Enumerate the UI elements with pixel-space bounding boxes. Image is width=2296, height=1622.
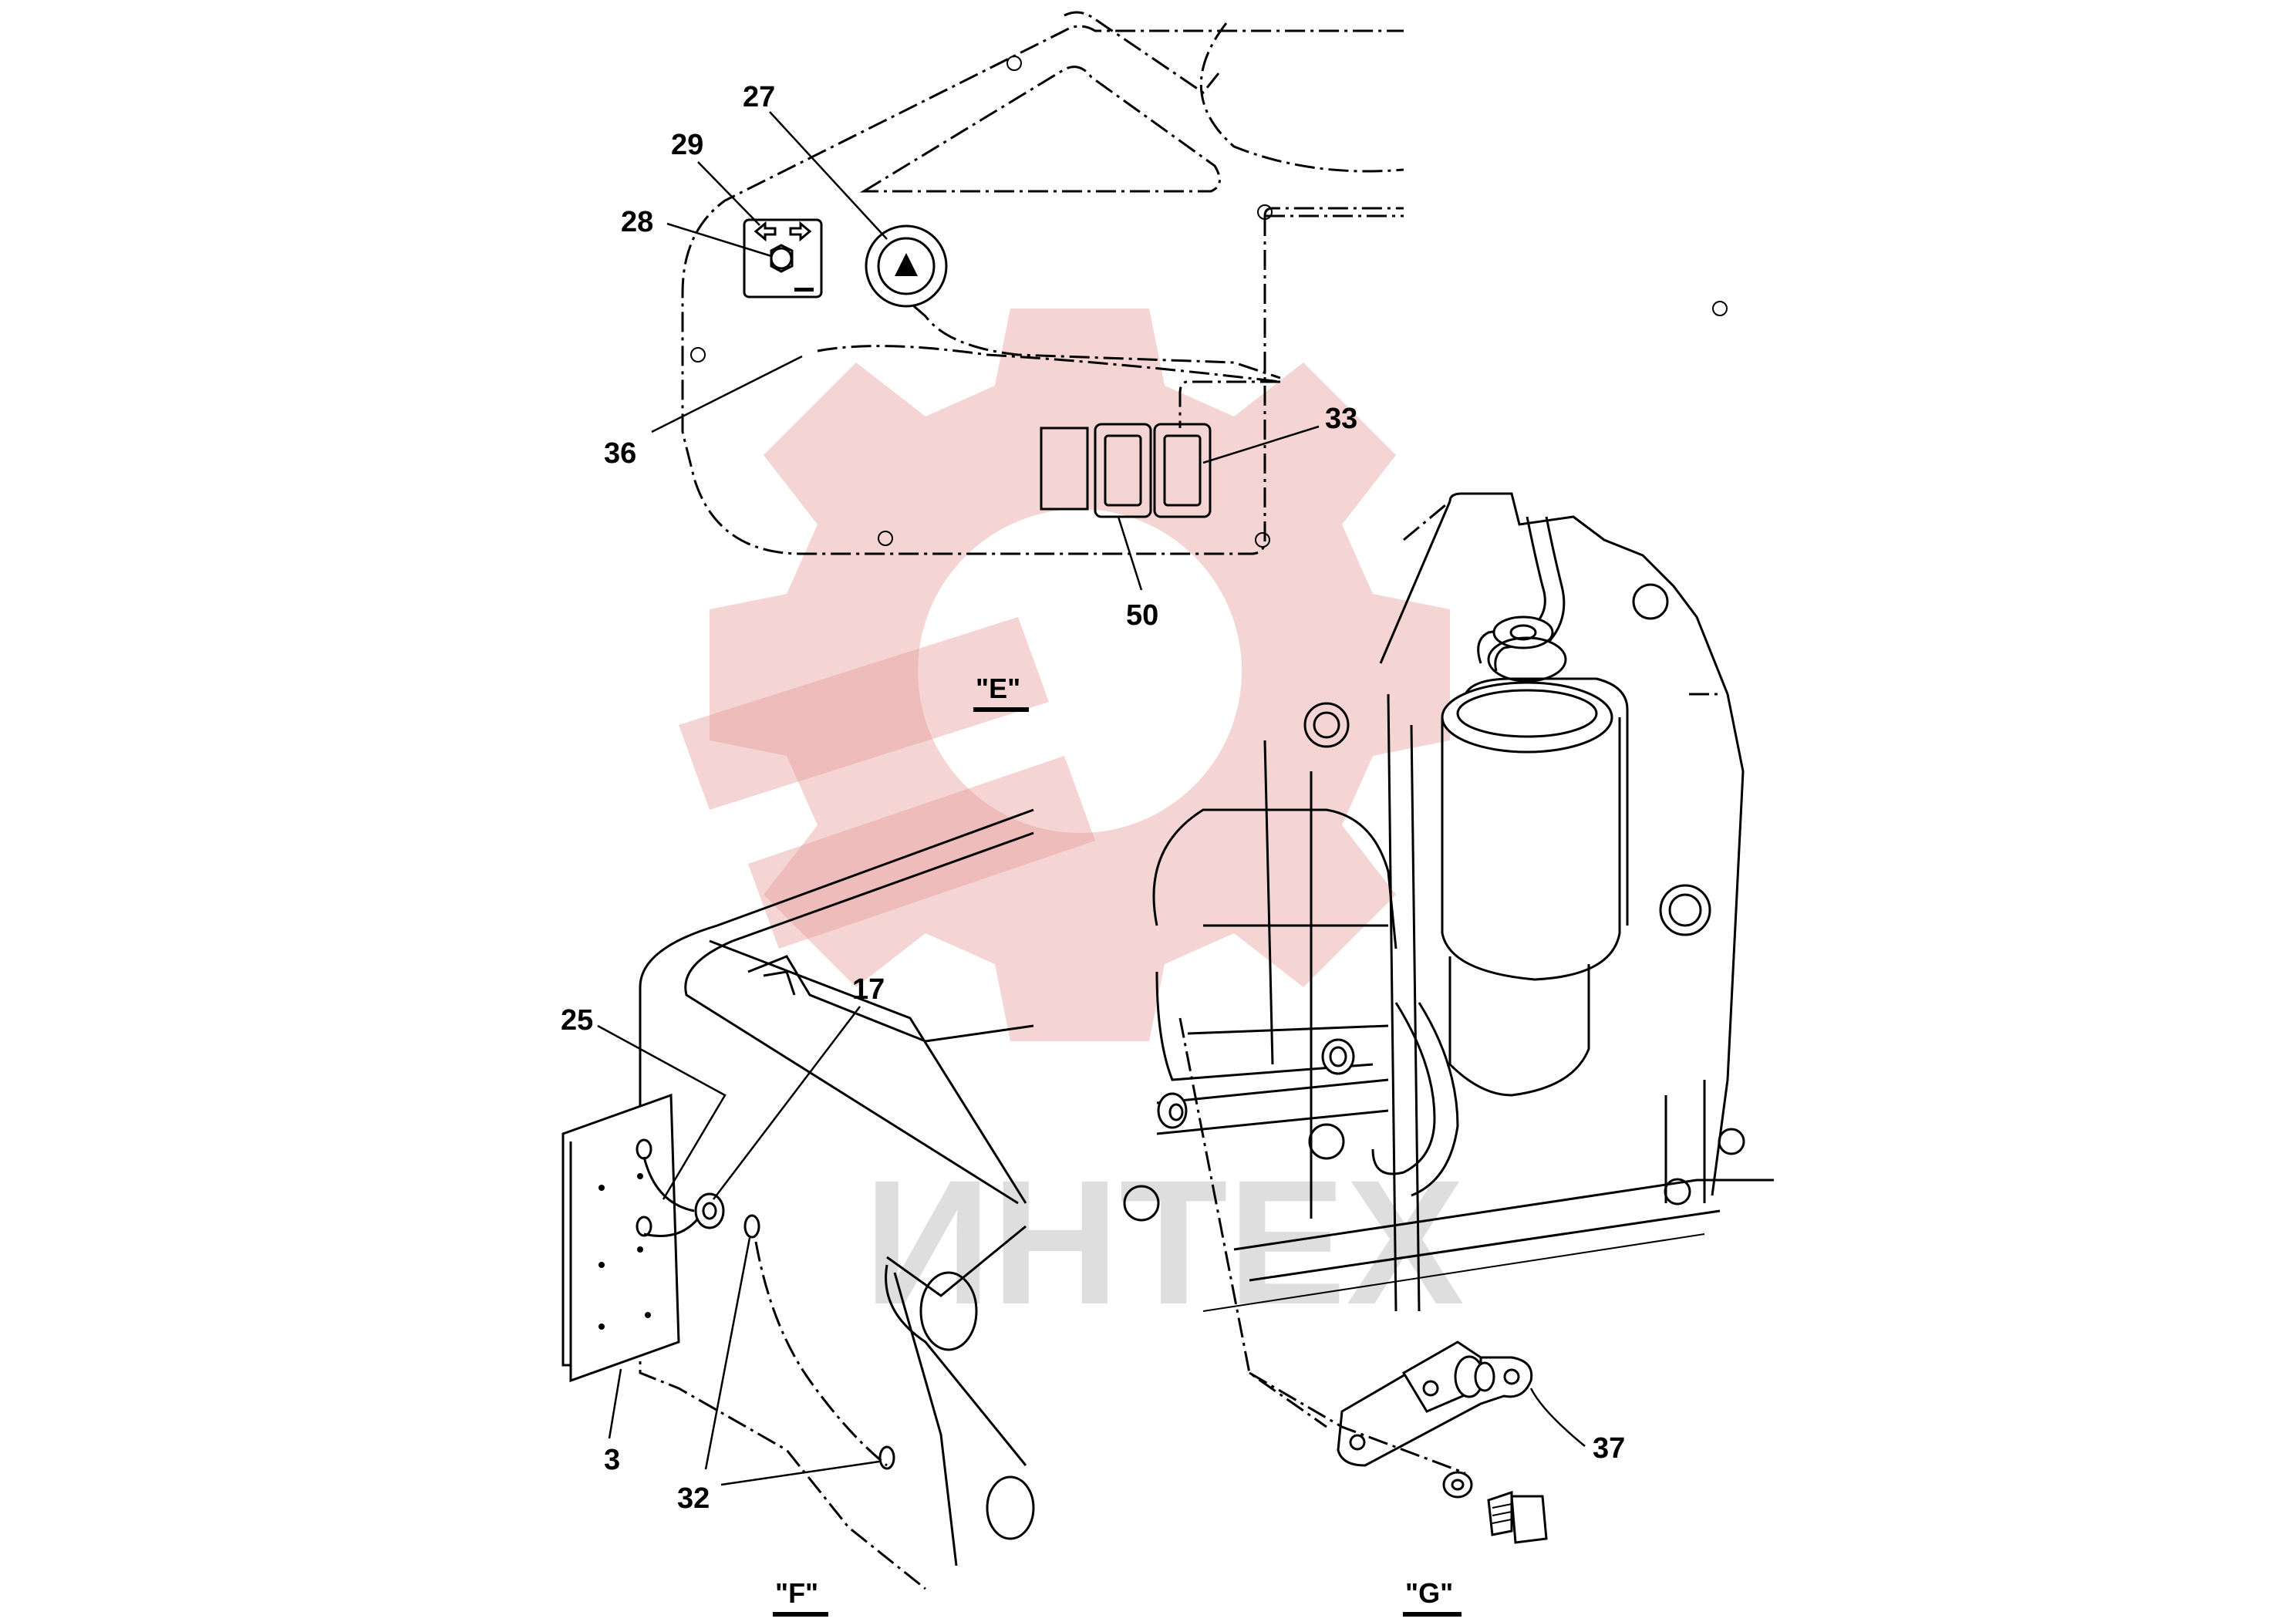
arrow-left-icon: [754, 221, 777, 242]
callout-3: 3: [604, 1444, 620, 1476]
view-e-panel: [681, 11, 1728, 555]
callout-28: 28: [621, 206, 653, 238]
view-label-e: "E": [976, 673, 1020, 704]
blank-switch: [1040, 427, 1089, 511]
toggle-knob: [770, 247, 793, 270]
washer: [1442, 1471, 1473, 1499]
oil-filter-top: [1441, 681, 1613, 754]
callout-labels: 27 29 28 36 33 50 17 25 3 32 37: [561, 81, 1625, 1515]
bolt-head: [1510, 1495, 1548, 1544]
callout-32: 32: [677, 1482, 710, 1515]
view-f-fender: [561, 808, 1035, 1590]
watermark-text: ИНТЕХ: [864, 1143, 1465, 1341]
grommet: [694, 1192, 725, 1229]
hazard-switch-plate: [743, 218, 823, 298]
rocker-switch-2: [1153, 423, 1212, 518]
callout-36: 36: [604, 437, 636, 470]
callout-25: 25: [561, 1004, 593, 1037]
callout-37: 37: [1593, 1432, 1625, 1465]
view-label-f: "F": [775, 1577, 818, 1609]
callout-17: 17: [852, 973, 885, 1006]
view-labels: "E" "F" "G": [773, 673, 1462, 1617]
hole-lower: [878, 1445, 895, 1470]
callout-27: 27: [743, 81, 775, 113]
engine-area: [1123, 492, 1774, 1428]
callout-50: 50: [1126, 599, 1158, 632]
arrow-right-icon: [789, 221, 812, 242]
callout-29: 29: [671, 129, 703, 161]
watermark: ИНТЕХ: [679, 309, 1465, 1341]
view-g-bracket: [1249, 1340, 1548, 1544]
mounting-plate: [561, 1093, 680, 1383]
callout-33: 33: [1325, 403, 1357, 435]
leader-lines: [597, 111, 1586, 1486]
hole-upper: [743, 1214, 760, 1239]
hazard-triangle-icon: [895, 253, 918, 276]
view-label-g: "G": [1405, 1577, 1453, 1609]
rocker-switch-1: [1094, 423, 1152, 518]
